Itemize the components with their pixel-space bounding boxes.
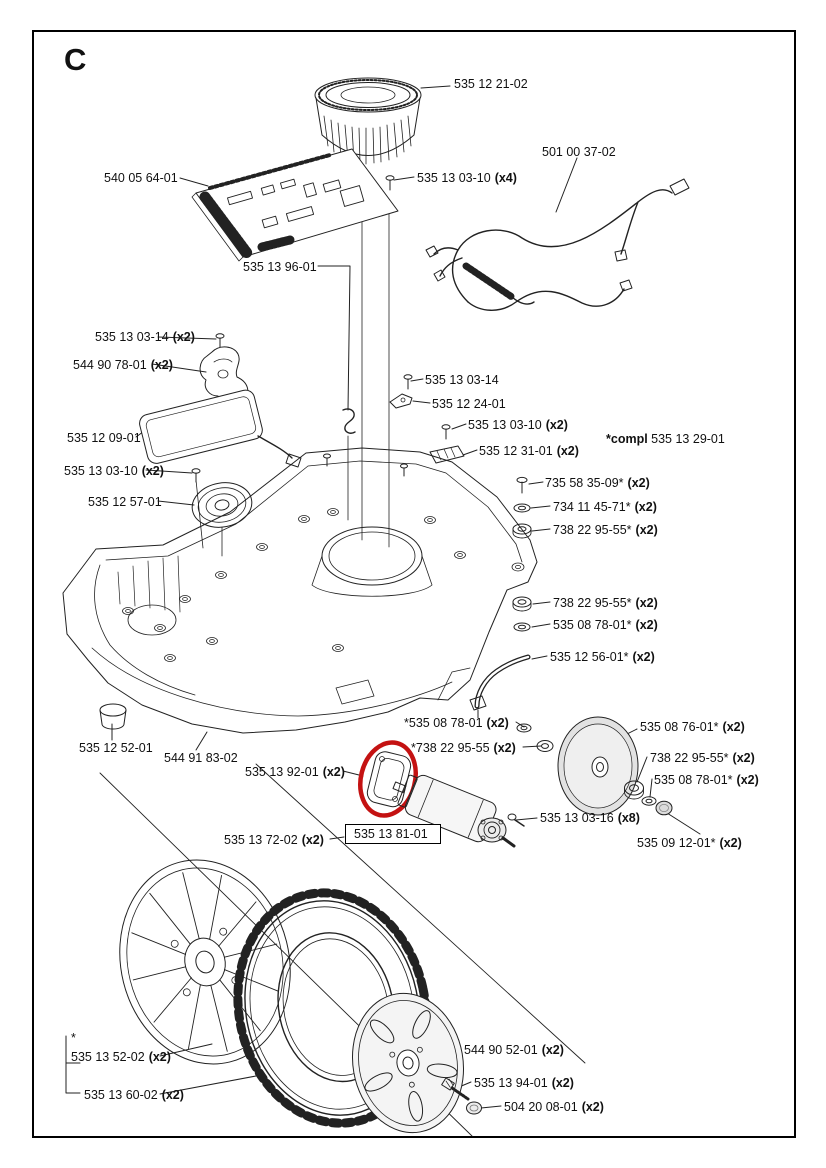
pcb-part	[191, 148, 399, 262]
part-label: 535 12 09-01	[67, 431, 141, 445]
part-label: 535 12 52-01	[79, 741, 153, 755]
part-label: 535 13 72-02(x2)	[224, 833, 324, 847]
battery-part	[139, 389, 302, 468]
part-label: 535 08 78-01*(x2)	[553, 618, 658, 632]
plate-part	[429, 445, 465, 464]
part-label: 535 13 94-01(x2)	[474, 1076, 574, 1090]
speaker-part	[191, 482, 253, 528]
hubcap-part	[351, 992, 465, 1134]
part-label: 535 13 03-10(x2)	[468, 418, 568, 432]
part-label: 738 22 95-55*(x2)	[650, 751, 755, 765]
part-label: 501 00 37-02	[542, 145, 616, 159]
fastener-column-lower	[512, 596, 532, 632]
wheel-motor-part	[392, 774, 525, 848]
part-label: *535 08 78-01(x2)	[404, 716, 509, 730]
part-label: 535 13 03-10(x2)	[64, 464, 164, 478]
part-label: 544 91 83-02	[164, 751, 238, 765]
tire-part	[233, 888, 431, 1128]
damper-part	[99, 703, 127, 730]
screw-icon	[441, 424, 451, 440]
part-label: 540 05 64-01	[104, 171, 178, 185]
part-label-boxed: 535 13 81-01	[345, 824, 441, 845]
part-label: 535 13 60-02(x2)	[84, 1088, 184, 1102]
hook-part	[342, 408, 356, 434]
gasket-part	[366, 751, 412, 808]
clip-bracket-part	[389, 393, 413, 409]
part-label: *compl 535 13 29-01	[606, 432, 725, 446]
page-frame	[32, 30, 796, 1138]
part-label: 535 12 57-01	[88, 495, 162, 509]
drum-part	[314, 77, 422, 165]
screw-icon	[385, 175, 395, 191]
part-label: 544 90 78-01(x2)	[73, 358, 173, 372]
axle-part	[469, 654, 531, 719]
part-label: 738 22 95-55*(x2)	[553, 596, 658, 610]
inner-wheel-part	[119, 859, 291, 1065]
part-label: 535 13 03-16(x8)	[540, 811, 640, 825]
assembly-guide-lines	[195, 162, 390, 557]
part-label: 535 08 76-01*(x2)	[640, 720, 745, 734]
part-label: 535 13 03-14	[425, 373, 499, 387]
footnote-asterisk: *	[71, 1031, 76, 1045]
part-label: 535 12 24-01	[432, 397, 506, 411]
part-label: 535 12 31-01(x2)	[479, 444, 579, 458]
part-label: 535 13 92-01(x2)	[245, 765, 345, 779]
part-label: 535 12 56-01*(x2)	[550, 650, 655, 664]
part-label: 535 09 12-01*(x2)	[637, 836, 742, 850]
part-label: 504 20 08-01(x2)	[504, 1100, 604, 1114]
wiring-harness-part	[425, 178, 690, 311]
part-label: 535 13 03-10(x4)	[417, 171, 517, 185]
section-letter: C	[64, 42, 87, 77]
part-label: 535 12 21-02	[454, 77, 528, 91]
wheel-screw-part	[441, 1077, 470, 1101]
part-label: 734 11 45-71*(x2)	[553, 500, 657, 514]
part-label: 535 08 78-01*(x2)	[654, 773, 759, 787]
part-label: 535 13 52-02(x2)	[71, 1050, 171, 1064]
screw-cap-part	[466, 1101, 482, 1115]
part-label: 535 13 96-01	[243, 260, 317, 274]
screw-icon	[191, 468, 201, 483]
fastener-column-upper	[512, 476, 532, 539]
part-label: *738 22 95-55(x2)	[411, 741, 516, 755]
part-label: 735 58 35-09*(x2)	[545, 476, 650, 490]
wheel-hub-disc-part	[516, 716, 673, 816]
screw-icon	[403, 374, 413, 390]
part-label: 738 22 95-55*(x2)	[553, 523, 658, 537]
part-label: 535 13 03-14(x2)	[95, 330, 195, 344]
chassis-part	[62, 447, 538, 734]
part-label: 544 90 52-01(x2)	[464, 1043, 564, 1057]
